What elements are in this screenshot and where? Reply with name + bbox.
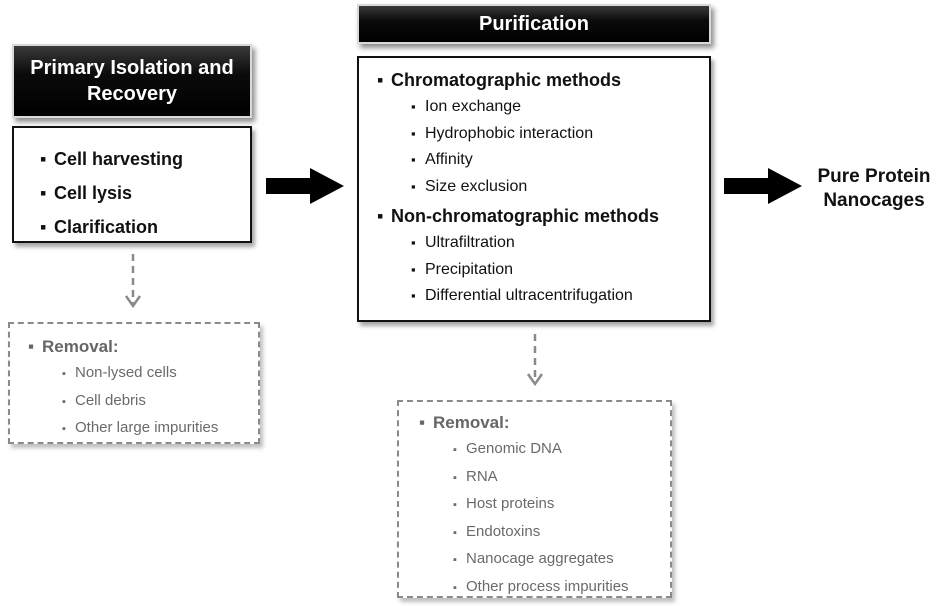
primary-isolation-box: Cell harvesting Cell lysis Clarification <box>12 126 252 243</box>
primary-step: Clarification <box>40 210 250 244</box>
primary-isolation-header: Primary Isolation and Recovery <box>12 44 252 118</box>
removal-list: Genomic DNA RNA Host proteins Endotoxins… <box>419 436 670 601</box>
primary-steps-list: Cell harvesting Cell lysis Clarification <box>40 142 250 244</box>
chromatographic-methods-list: Ion exchange Hydrophobic interaction Aff… <box>377 94 709 200</box>
removal-box-purification: Removal: Genomic DNA RNA Host proteins E… <box>397 400 672 598</box>
removal-item: Host proteins <box>419 491 670 519</box>
method-item: Hydrophobic interaction <box>377 121 709 148</box>
method-item: Affinity <box>377 147 709 174</box>
removal-list: Non-lysed cells Cell debris Other large … <box>28 360 258 443</box>
purification-group-title: Chromatographic methods <box>377 66 709 94</box>
purification-header: Purification <box>357 4 711 44</box>
removal-heading: Removal: <box>28 334 258 360</box>
dashed-down-arrow-purification <box>526 334 544 387</box>
primary-step: Cell lysis <box>40 176 250 210</box>
removal-item: Other large impurities <box>28 415 258 443</box>
dashed-down-arrow-primary <box>124 254 142 309</box>
primary-step: Cell harvesting <box>40 142 250 176</box>
purification-title: Purification <box>478 12 589 35</box>
right-arrow-to-output <box>724 168 802 204</box>
removal-item: Genomic DNA <box>419 436 670 464</box>
primary-isolation-title: Primary Isolation and Recovery <box>30 57 234 105</box>
non-chromatographic-methods-list: Ultrafiltration Precipitation Differenti… <box>377 230 709 310</box>
removal-item: Cell debris <box>28 388 258 416</box>
removal-item: RNA <box>419 464 670 492</box>
removal-item: Endotoxins <box>419 519 670 547</box>
removal-heading: Removal: <box>419 410 670 436</box>
purification-box: Chromatographic methods Ion exchange Hyd… <box>357 56 711 322</box>
removal-item: Other process impurities <box>419 574 670 602</box>
method-item: Precipitation <box>377 257 709 284</box>
removal-item: Non-lysed cells <box>28 360 258 388</box>
purification-group-title: Non-chromatographic methods <box>377 202 709 230</box>
removal-item: Nanocage aggregates <box>419 546 670 574</box>
right-arrow-to-purification <box>266 168 344 204</box>
method-item: Size exclusion <box>377 174 709 201</box>
method-item: Ultrafiltration <box>377 230 709 257</box>
pure-protein-nanocages-label: Pure Protein Nanocages <box>817 166 931 211</box>
method-item: Differential ultracentrifugation <box>377 283 709 310</box>
removal-box-primary: Removal: Non-lysed cells Cell debris Oth… <box>8 322 260 444</box>
method-item: Ion exchange <box>377 94 709 121</box>
